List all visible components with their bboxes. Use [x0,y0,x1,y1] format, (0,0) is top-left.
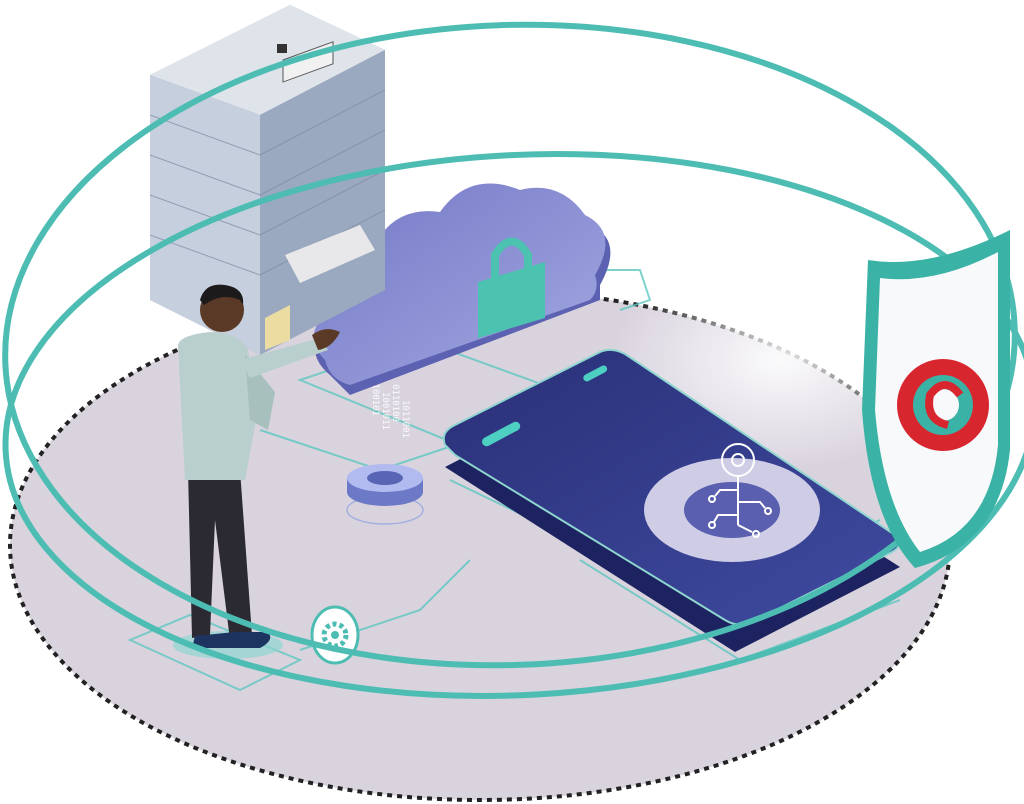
binary-stream: 0100101 1001011 0110100 1011001 [370,378,410,438]
roof-unit [277,44,287,53]
cloud-lock-icon [478,237,545,338]
office-building [149,5,386,355]
protection-rings [2,21,1024,699]
data-disc [346,464,424,525]
binary-col-2: 1001011 [380,392,390,430]
binary-col-1: 0100101 [370,378,380,416]
digital-key-icon [708,443,772,538]
binary-col-4: 1011001 [400,400,410,438]
binary-col-3: 0110100 [390,384,400,422]
shield-copyright-icon [862,230,1010,568]
entrance-canopy [285,225,375,283]
cloud [313,183,611,395]
